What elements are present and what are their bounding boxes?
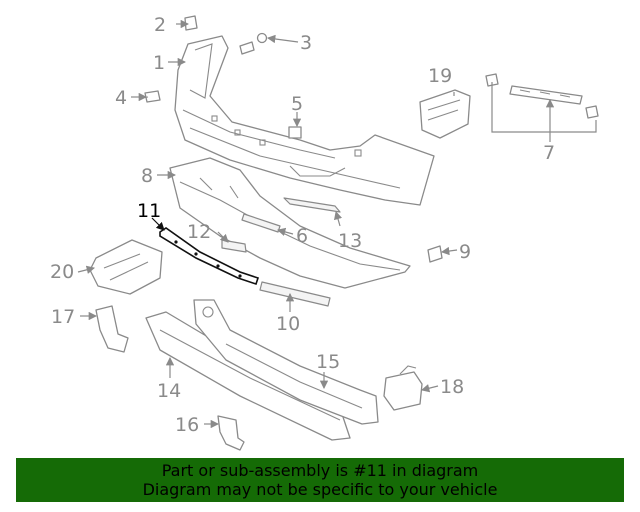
leader-lines bbox=[77, 19, 597, 429]
bracket-part-19 bbox=[419, 89, 471, 139]
strip-part-10 bbox=[259, 281, 331, 307]
banner-line-1: Part or sub-assembly is #11 in diagram bbox=[161, 461, 479, 480]
callout-11-highlighted: 11 bbox=[137, 200, 161, 222]
reflector-part-13 bbox=[283, 197, 341, 213]
strip-part-7 bbox=[485, 73, 599, 119]
clip-part-9 bbox=[427, 245, 443, 263]
part-12 bbox=[221, 239, 247, 253]
bracket-part-17 bbox=[95, 305, 129, 353]
callout-labels: 2 3 1 4 5 19 7 8 11 12 6 13 9 20 10 17 1… bbox=[50, 14, 555, 436]
callout-7: 7 bbox=[543, 142, 555, 164]
callout-12: 12 bbox=[187, 221, 211, 243]
callout-5: 5 bbox=[291, 93, 303, 115]
disclaimer-banner: Part or sub-assembly is #11 in diagram D… bbox=[16, 458, 624, 502]
absorber-part-14 bbox=[145, 311, 351, 441]
clip-part-2 bbox=[184, 15, 198, 31]
callout-15: 15 bbox=[316, 351, 340, 373]
clip-part-5 bbox=[288, 126, 302, 139]
callout-1: 1 bbox=[153, 52, 165, 74]
sensor-part-18 bbox=[383, 365, 423, 411]
bracket-part-20 bbox=[89, 239, 163, 295]
callout-10: 10 bbox=[276, 313, 300, 335]
callout-2: 2 bbox=[154, 14, 166, 36]
callout-8: 8 bbox=[141, 165, 153, 187]
banner-line-2: Diagram may not be specific to your vehi… bbox=[142, 480, 498, 499]
callout-19: 19 bbox=[428, 65, 452, 87]
callout-16: 16 bbox=[175, 414, 199, 436]
callout-20: 20 bbox=[50, 261, 74, 283]
callout-14: 14 bbox=[157, 380, 181, 402]
callout-17: 17 bbox=[51, 306, 75, 328]
bolt-part-3 bbox=[239, 32, 268, 55]
callout-3: 3 bbox=[300, 32, 312, 54]
callout-4: 4 bbox=[115, 87, 127, 109]
callout-9: 9 bbox=[459, 241, 471, 263]
callout-18: 18 bbox=[440, 376, 464, 398]
beam-part-15 bbox=[193, 299, 379, 425]
trim-strip-part-11 bbox=[159, 227, 260, 286]
bumper-cover-part bbox=[174, 35, 435, 206]
callout-6: 6 bbox=[296, 225, 308, 247]
callout-13: 13 bbox=[338, 230, 362, 252]
bracket-part-16 bbox=[217, 415, 245, 451]
